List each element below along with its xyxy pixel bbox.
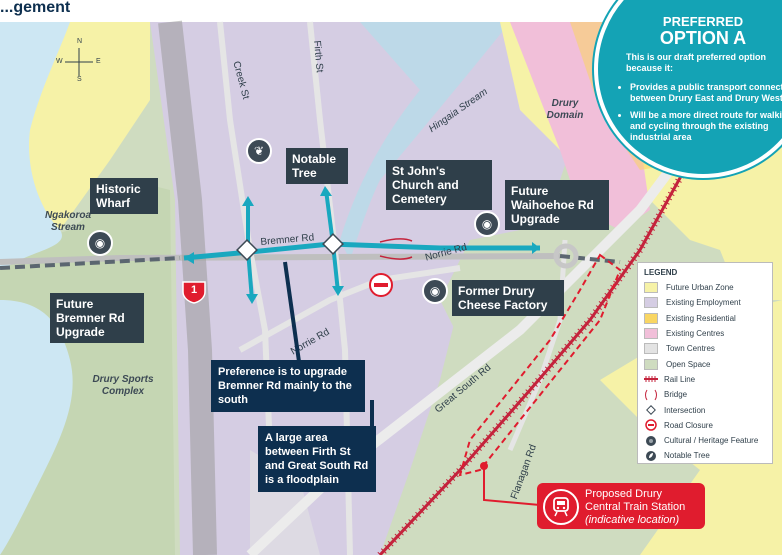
legend-item: Future Urban Zone xyxy=(638,280,772,295)
heritage-icon: ◉ xyxy=(422,278,448,304)
callout-historic-wharf: Historic Wharf xyxy=(90,178,158,214)
callout-preference-upgrade: Preference is to upgrade Bremner Rd main… xyxy=(211,360,365,412)
legend-item: Town Centres xyxy=(638,341,772,356)
callout-notable-tree: Notable Tree xyxy=(286,148,348,184)
legend-swatch xyxy=(644,297,658,309)
legend-swatch xyxy=(644,343,658,355)
place-ngakoroa-stream: Ngakoroa Stream xyxy=(44,210,92,233)
compass-e: E xyxy=(96,58,101,65)
legend-label: Town Centres xyxy=(666,344,715,354)
station-line2: Central Train Station xyxy=(585,501,686,513)
legend-item: Notable Tree xyxy=(638,448,772,463)
place-drury-sports-complex: Drury Sports Complex xyxy=(92,374,154,397)
compass-rose: N S W E xyxy=(56,38,102,84)
legend-swatch xyxy=(644,312,658,324)
heritage-icon: ◉ xyxy=(87,230,113,256)
lower-estuary xyxy=(0,300,73,555)
tree-icon xyxy=(644,450,658,462)
highway-number: 1 xyxy=(190,284,198,296)
legend-label: Rail Line xyxy=(664,374,696,384)
ngakoroa-estuary xyxy=(0,22,70,270)
legend-item: Bridge xyxy=(638,387,772,402)
page-title: ...gement xyxy=(0,0,71,16)
legend-label: Existing Employment xyxy=(666,298,741,308)
legend-item: Road Closure xyxy=(638,418,772,433)
legend-label: Future Urban Zone xyxy=(666,283,734,293)
intersection-icon xyxy=(236,239,258,261)
compass-n: N xyxy=(77,38,83,45)
preferred-reason: Will be a more direct route for walking … xyxy=(630,110,782,143)
compass-s: S xyxy=(77,76,82,83)
rail-line-icon xyxy=(644,375,658,383)
station-note: (indicative location) xyxy=(585,514,680,526)
legend-swatch xyxy=(644,282,658,294)
place-drury-domain: Drury Domain xyxy=(546,98,584,121)
callout-pointer xyxy=(370,400,374,430)
compass-icon xyxy=(65,48,93,76)
legend-label: Existing Centres xyxy=(666,329,725,339)
legend-item: Existing Centres xyxy=(638,326,772,341)
train-icon xyxy=(543,489,579,525)
legend-label: Bridge xyxy=(664,390,688,400)
preferred-reasons: Provides a public transport connection b… xyxy=(622,82,782,149)
heritage-icon: ◉ xyxy=(474,211,500,237)
legend-label: Road Closure xyxy=(664,420,713,430)
state-highway-shield: 1 xyxy=(181,280,207,304)
legend-label: Cultural / Heritage Feature xyxy=(664,436,759,446)
central-open-space xyxy=(380,250,600,555)
hingaia-stream xyxy=(340,22,510,260)
legend-item: Existing Employment xyxy=(638,295,772,310)
tree-icon: ❦ xyxy=(246,138,272,164)
preferred-heading: PREFERRED xyxy=(662,14,744,29)
legend-item: Existing Residential xyxy=(638,311,772,326)
intersection-icon xyxy=(644,404,658,416)
legend-item: Intersection xyxy=(638,402,772,417)
legend: LEGEND Future Urban Zone Existing Employ… xyxy=(637,262,773,464)
legend-title: LEGEND xyxy=(644,268,678,277)
bridge-icon xyxy=(379,238,413,243)
roundabout xyxy=(553,243,579,269)
legend-label: Intersection xyxy=(664,405,706,415)
preferred-option-name: OPTION A xyxy=(659,28,747,48)
heritage-icon xyxy=(644,435,658,447)
legend-swatch xyxy=(644,328,658,340)
callout-floodplain: A large area between Firth St and Great … xyxy=(258,426,376,492)
callout-st-johns-church: St John's Church and Cemetery xyxy=(386,160,492,210)
legend-label: Existing Residential xyxy=(666,313,736,323)
legend-label: Notable Tree xyxy=(664,451,710,461)
compass-w: W xyxy=(56,58,63,65)
callout-future-bremner-upgrade: Future Bremner Rd Upgrade xyxy=(50,293,144,343)
station-catchment xyxy=(458,253,622,477)
state-highway-1 xyxy=(158,20,217,556)
road-closure-icon xyxy=(644,419,658,432)
bridge-icon xyxy=(644,389,658,401)
callout-future-waihoehoe-upgrade: Future Waihoehoe Rd Upgrade xyxy=(505,180,609,230)
legend-item: Open Space xyxy=(638,356,772,371)
station-line1: Proposed Drury xyxy=(585,488,663,500)
legend-item: Rail Line xyxy=(638,372,772,387)
callout-former-cheese-factory: Former Drury Cheese Factory xyxy=(452,280,564,316)
legend-label: Open Space xyxy=(666,359,711,369)
preferred-reason: Provides a public transport connection b… xyxy=(630,82,782,104)
preferred-intro: This is our draft preferred option becau… xyxy=(626,52,767,73)
legend-item: Cultural / Heritage Feature xyxy=(638,433,772,448)
intersection-icon xyxy=(322,233,344,255)
preferred-option-panel: PREFERRED OPTION A This is our draft pre… xyxy=(594,0,782,178)
legend-swatch xyxy=(644,358,658,370)
highway-shield-icon xyxy=(182,281,206,304)
